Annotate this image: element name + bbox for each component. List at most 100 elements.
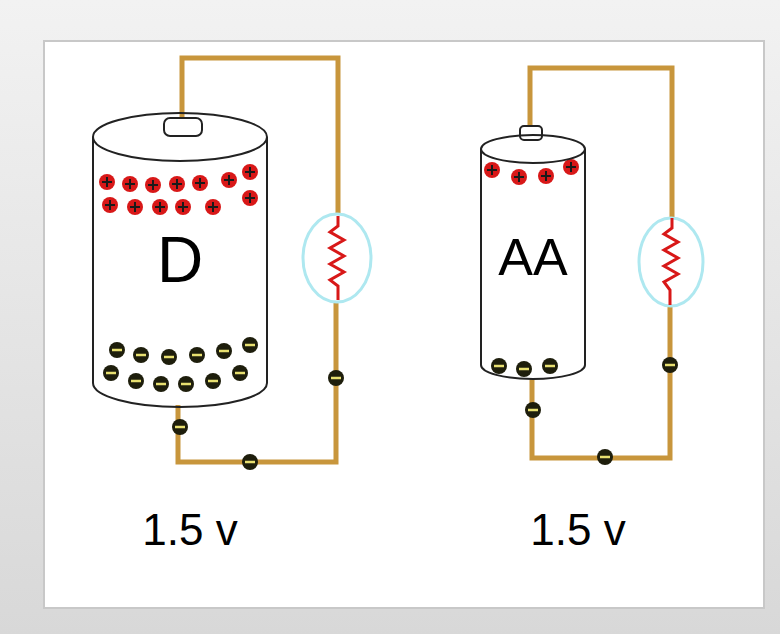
charges: [99, 159, 678, 470]
negative-charge: [232, 365, 248, 381]
positive-charge: [566, 162, 576, 172]
negative-charge: [242, 454, 258, 470]
negative-charge: [205, 373, 221, 389]
battery-label: D: [157, 228, 203, 292]
negative-charge: [494, 365, 504, 368]
positive-charge: [102, 177, 112, 187]
positive-charge: [178, 202, 188, 212]
battery: AA: [480, 134, 586, 380]
negative-charge: [665, 364, 675, 367]
negative-charge: [136, 354, 146, 357]
positive-charge: [242, 190, 258, 206]
negative-charge: [181, 383, 191, 386]
negative-charge: [600, 456, 610, 459]
negative-charge: [219, 350, 229, 353]
negative-charge: [528, 409, 538, 412]
bulb: [303, 214, 371, 302]
negative-charge: [662, 357, 678, 373]
negative-charge: [128, 373, 144, 389]
positive-charge: [563, 159, 579, 175]
positive-charge: [195, 178, 205, 188]
negative-charge: [328, 370, 344, 386]
negative-charge: [216, 343, 232, 359]
negative-charge: [516, 361, 532, 377]
negative-charge: [542, 358, 558, 374]
positive-charge: [514, 172, 524, 182]
negative-charge: [597, 449, 613, 465]
positive-charge: [511, 169, 527, 185]
negative-charge: [131, 380, 141, 383]
battery: D: [92, 112, 268, 408]
positive-charge: [245, 193, 255, 203]
negative-charge: [133, 347, 149, 363]
positive-charge: [145, 177, 161, 193]
negative-charge: [208, 380, 218, 383]
battery-terminal: [164, 118, 202, 136]
negative-charge: [242, 337, 258, 353]
battery-body: [93, 137, 267, 407]
positive-charge: [484, 162, 500, 178]
positive-charge: [155, 202, 165, 212]
bulb: [639, 218, 703, 306]
negative-charge: [178, 376, 194, 392]
negative-charge: [331, 377, 341, 380]
negative-charge: [491, 358, 507, 374]
battery-top: [481, 135, 585, 163]
positive-charge: [122, 176, 138, 192]
positive-charge: [102, 197, 118, 213]
positive-charge: [221, 172, 237, 188]
negative-charge: [175, 426, 185, 429]
positive-charge: [487, 165, 497, 175]
negative-charge: [106, 372, 116, 375]
battery-top: [93, 113, 267, 161]
negative-charge: [103, 365, 119, 381]
negative-charge: [525, 402, 541, 418]
positive-charge: [208, 202, 218, 212]
positive-charge: [192, 175, 208, 191]
negative-charge: [189, 347, 205, 363]
wire: [530, 68, 672, 218]
positive-charge: [152, 199, 168, 215]
battery-label: AA: [498, 231, 567, 283]
positive-charge: [245, 167, 255, 177]
positive-charge: [105, 200, 115, 210]
battery-body: [481, 149, 585, 379]
negative-charge: [245, 461, 255, 464]
positive-charge: [175, 199, 191, 215]
negative-charge: [172, 419, 188, 435]
positive-charge: [205, 199, 221, 215]
negative-charge: [156, 383, 166, 386]
positive-charge: [169, 176, 185, 192]
negative-charge: [245, 344, 255, 347]
wire: [178, 300, 336, 462]
positive-charge: [99, 174, 115, 190]
voltage-label: 1.5 v: [142, 508, 237, 552]
negative-charge: [109, 342, 125, 358]
filament: [330, 216, 344, 300]
negative-charge: [164, 356, 174, 359]
panel: [44, 41, 764, 608]
positive-charge: [242, 164, 258, 180]
negative-charge: [192, 354, 202, 357]
voltage-label: 1.5 v: [530, 508, 625, 552]
negative-charge: [519, 368, 529, 371]
positive-charge: [172, 179, 182, 189]
battery-terminal: [520, 126, 542, 140]
negative-charge: [161, 349, 177, 365]
negative-charge: [235, 372, 245, 375]
negative-charge: [153, 376, 169, 392]
wire: [532, 305, 670, 458]
positive-charge: [541, 171, 551, 181]
negative-charge: [545, 365, 555, 368]
positive-charge: [224, 175, 234, 185]
positive-charge: [125, 179, 135, 189]
positive-charge: [127, 199, 143, 215]
positive-charge: [538, 168, 554, 184]
positive-charge: [130, 202, 140, 212]
filament: [664, 218, 678, 305]
wire: [182, 58, 338, 216]
negative-charge: [112, 349, 122, 352]
positive-charge: [148, 180, 158, 190]
